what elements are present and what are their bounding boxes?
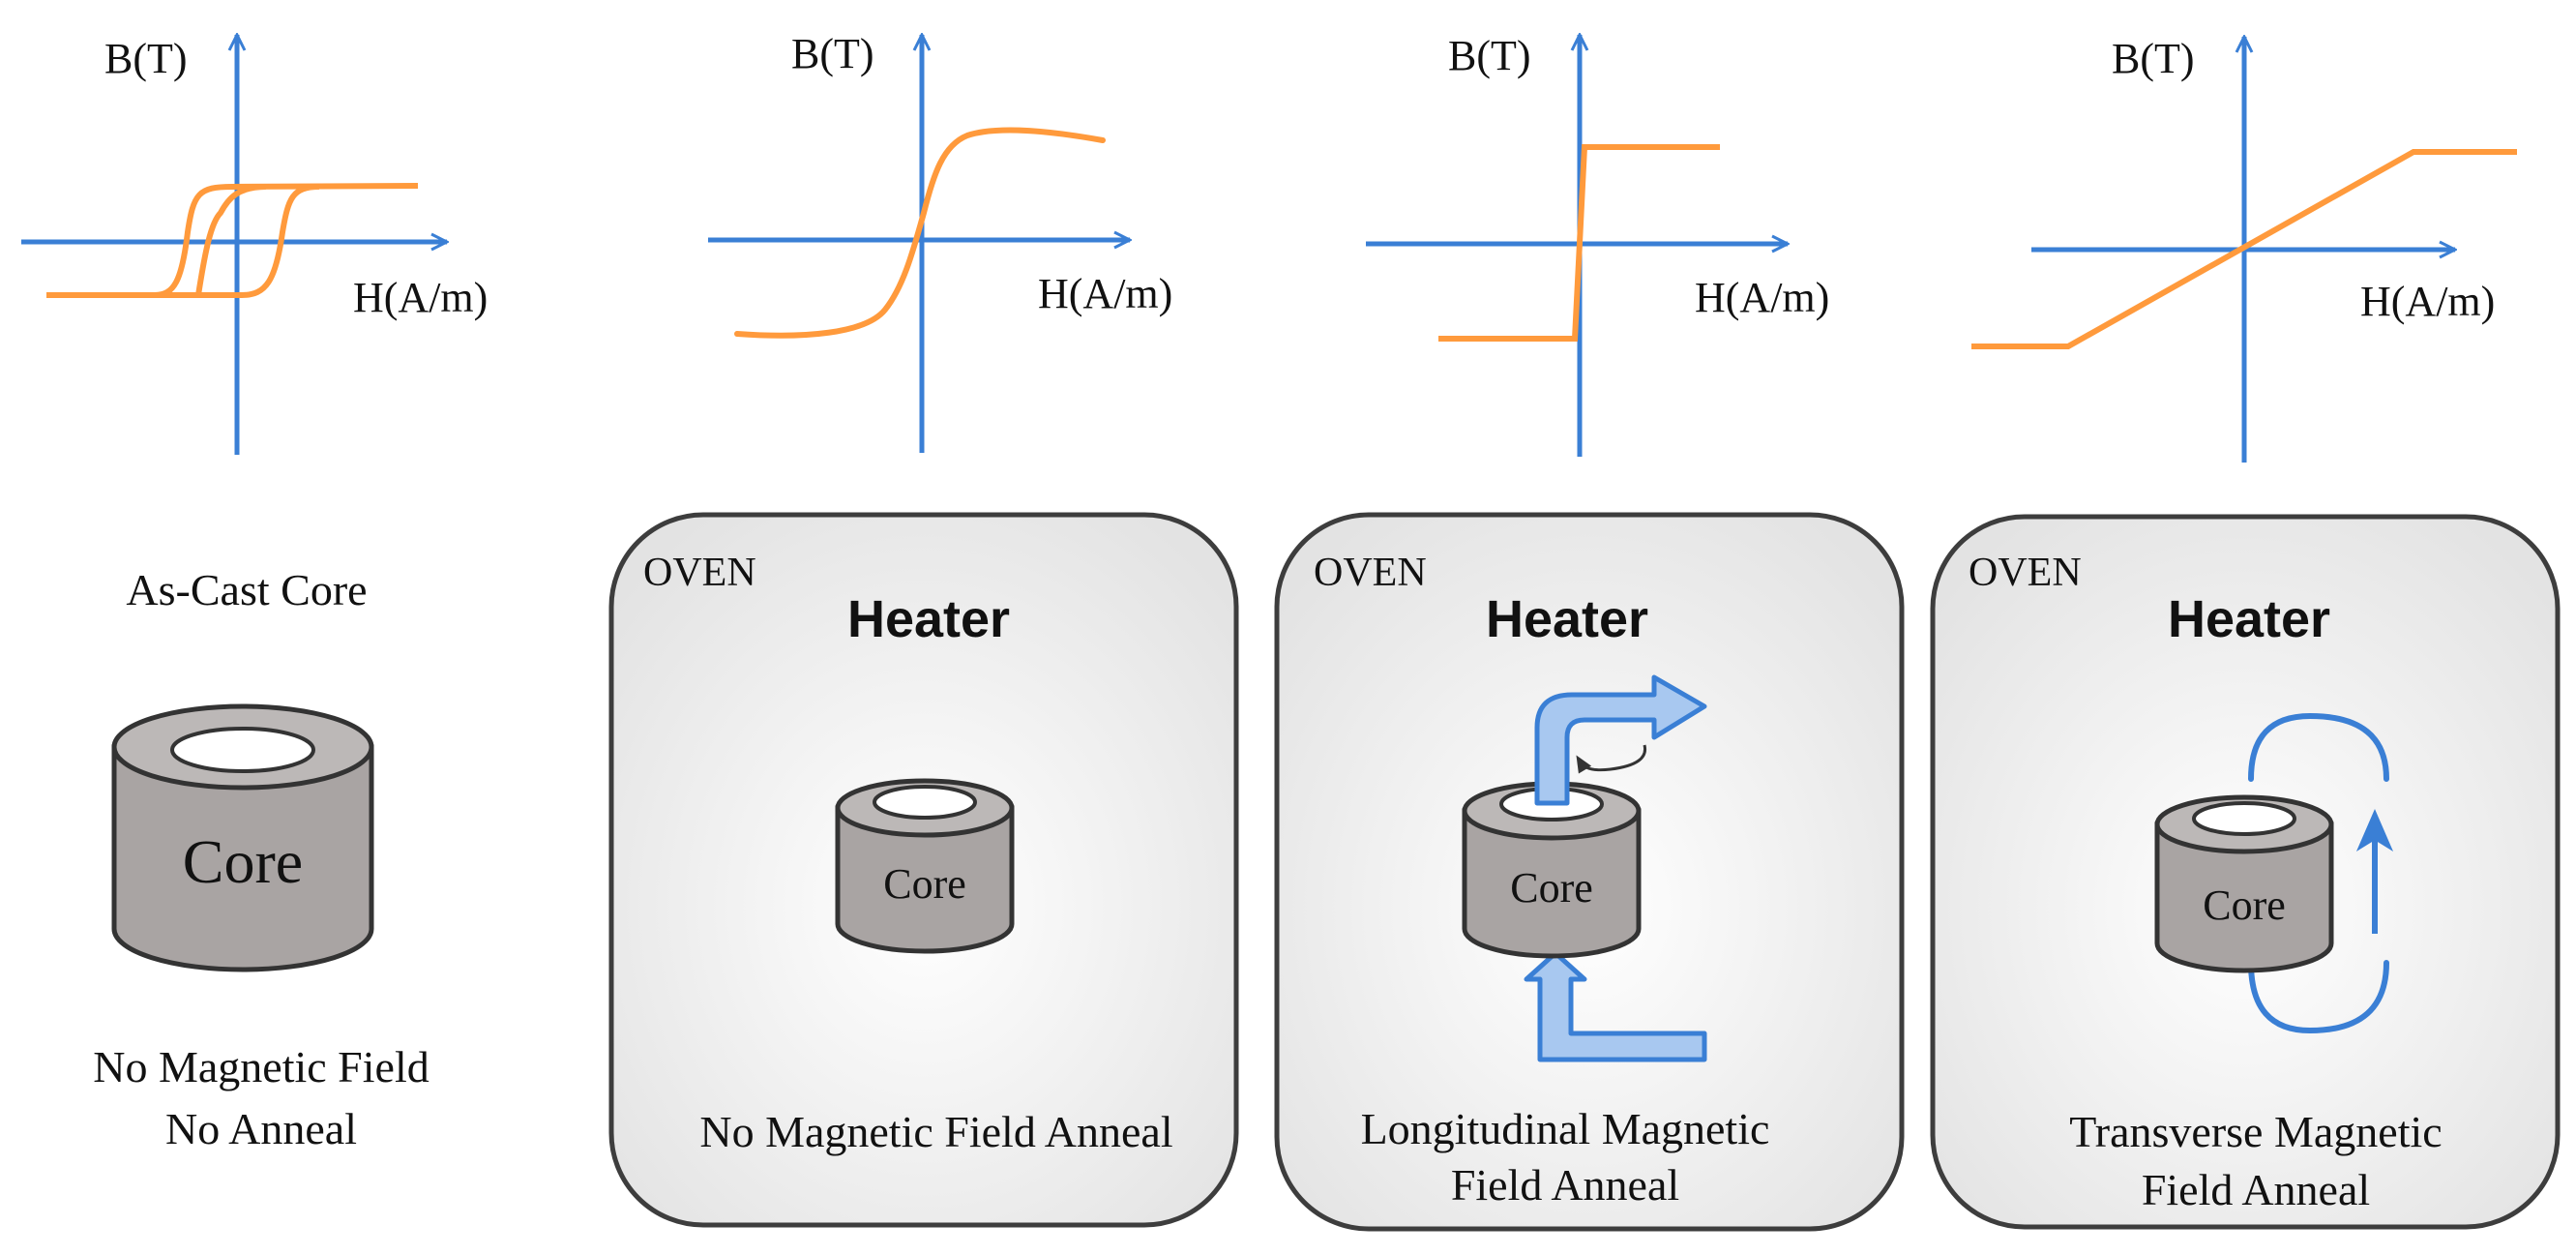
core-label: Core (883, 860, 966, 908)
longitudinal-field-arrows-upper (1534, 674, 1707, 806)
caption-line-2: Field Anneal (2142, 1165, 2370, 1214)
bh-graph-1: B(T) H(A/m) (21, 35, 488, 455)
caption-line-1: Longitudinal Magnetic (1361, 1104, 1770, 1153)
bh-graph-4: B(T) H(A/m) (1971, 35, 2517, 463)
heater-label: Heater (2168, 590, 2330, 648)
y-axis-label: B(T) (104, 35, 188, 82)
caption-line-1: Transverse Magnetic (2069, 1107, 2442, 1156)
heater-label: Heater (1486, 590, 1648, 648)
bh-curve (1971, 149, 2517, 349)
heater-label: Heater (847, 590, 1010, 648)
y-axis-label: B(T) (2112, 35, 2195, 82)
panel-as-cast: B(T) H(A/m) As-Cast Core Core No Magneti… (21, 35, 488, 1153)
panel-longitudinal-anneal: B(T) H(A/m) OVEN Heater Core Longitudina… (1274, 32, 1905, 1232)
bh-curve (46, 183, 419, 298)
core-label: Core (1510, 864, 1593, 911)
caption-line-1: No Magnetic Field Anneal (699, 1107, 1172, 1156)
y-axis-label: B(T) (791, 30, 874, 77)
x-axis-label: H(A/m) (353, 274, 488, 321)
core-cylinder: Core (1462, 781, 1642, 959)
core-cylinder: Core (111, 703, 374, 972)
core-label: Core (183, 827, 303, 896)
caption-line-2: Field Anneal (1451, 1160, 1679, 1210)
oven-label: OVEN (1314, 551, 1427, 595)
bh-graph-3: B(T) H(A/m) (1366, 32, 1829, 457)
core-cylinder: Core (835, 778, 1015, 954)
bh-graph-2: B(T) H(A/m) (708, 30, 1172, 453)
longitudinal-field-arrows (1524, 950, 1707, 1062)
y-axis-label: B(T) (1448, 32, 1531, 79)
core-cylinder: Core (2154, 794, 2334, 973)
swirl-arrow (1576, 744, 1647, 774)
panel-transverse-anneal: B(T) H(A/m) OVEN Heater Core Transverse … (1930, 35, 2561, 1230)
bh-curve (734, 127, 1106, 339)
x-axis-label: H(A/m) (1695, 274, 1829, 321)
caption-line-1: No Magnetic Field (93, 1042, 429, 1091)
transverse-field-loop (2248, 712, 2394, 1034)
x-axis-label: H(A/m) (2360, 278, 2495, 325)
panel-no-field-anneal: B(T) H(A/m) OVEN Heater Core No Magnetic… (608, 30, 1239, 1228)
x-axis-label: H(A/m) (1038, 270, 1172, 317)
core-label: Core (2203, 881, 2286, 929)
oven-label: OVEN (1969, 551, 2082, 595)
bh-curve (1438, 144, 1720, 342)
oven-label: OVEN (643, 551, 756, 595)
caption-line-2: No Anneal (165, 1104, 357, 1153)
panel-title: As-Cast Core (126, 565, 367, 614)
